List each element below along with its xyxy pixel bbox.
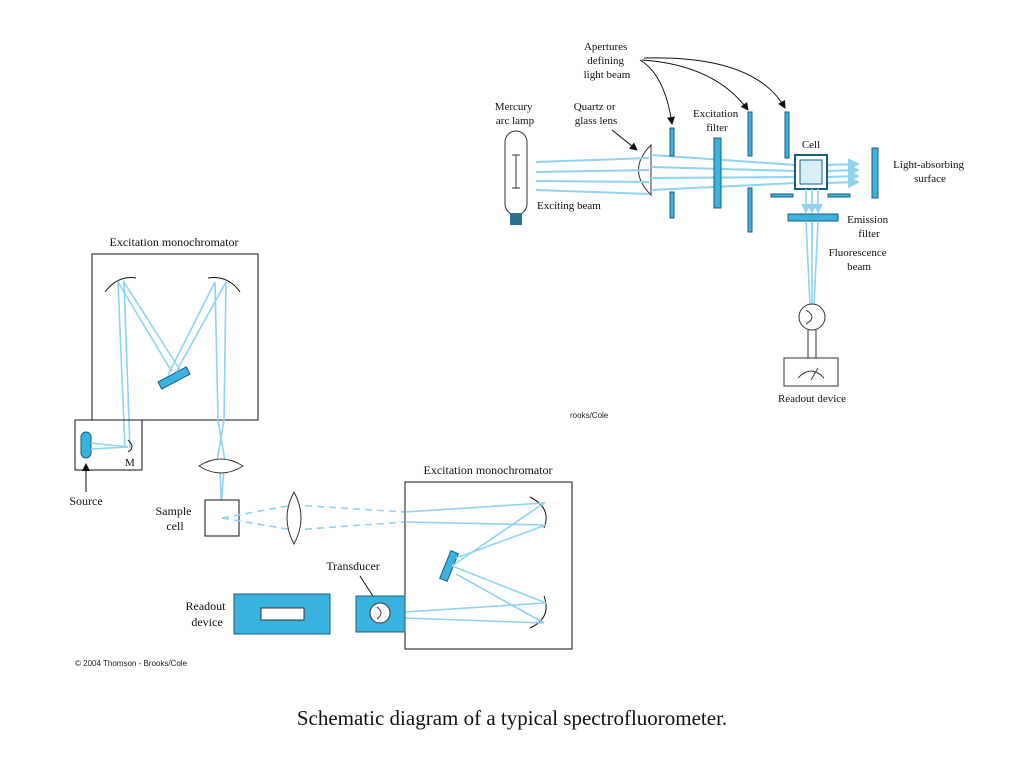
mercury-arc-lamp	[504, 130, 528, 225]
spectrofluorometer: Excitation monochromator M Source	[69, 235, 573, 668]
mono2-grating	[439, 549, 459, 583]
mono2-mirror-top	[529, 496, 547, 529]
emission-filter-label: Emission filter	[847, 214, 891, 240]
emission-rays	[801, 189, 823, 306]
filter-fluorometer: Apertures defining light beam Mercury ar…	[495, 41, 967, 420]
absorbing-label: Light-absorbing surface	[893, 159, 967, 185]
excitation-monochromator-label: Excitation monochromator	[110, 235, 239, 249]
baffle-right	[827, 193, 851, 198]
readout-device-label: Readout device	[778, 393, 846, 405]
light-absorbing-surface	[871, 147, 879, 199]
schematic-diagram: Apertures defining light beam Mercury ar…	[69, 41, 967, 668]
readout-meter	[783, 357, 839, 387]
copyright-fragment: rooks/Cole	[570, 411, 609, 420]
exciting-beam-label: Exciting beam	[537, 200, 601, 212]
aperture-2-bottom	[747, 187, 753, 233]
aperture-1-top	[669, 127, 675, 157]
aperture-3	[784, 111, 790, 159]
source-label: Source	[69, 494, 102, 508]
fluorescence-rays	[221, 504, 406, 531]
mono2-rays	[404, 502, 547, 624]
source-mirror	[127, 439, 133, 453]
lens-arrow	[611, 129, 638, 151]
mono2-mirror-bottom	[529, 595, 547, 629]
phototube	[798, 303, 826, 358]
emission-monochromator-label: Excitation monochromator	[424, 463, 553, 477]
emission-filter	[787, 213, 839, 222]
fluorescence-label: Fluorescence beam	[829, 247, 890, 273]
aperture-1-bottom	[669, 191, 675, 219]
mirror-m-label: M	[125, 457, 135, 469]
aperture-arrow-1	[639, 59, 675, 125]
aperture-arrow-2	[641, 59, 749, 111]
aperture-arrow-3	[643, 57, 786, 109]
excitation-filter	[713, 137, 722, 209]
aperture-2-top	[747, 111, 753, 157]
excitation-lens	[198, 458, 244, 474]
source-box	[74, 419, 143, 471]
transducer-label: Transducer	[326, 559, 380, 573]
mono1-grating	[157, 366, 191, 390]
excitation-filter-label: Excitation filter	[693, 108, 741, 134]
emission-monochromator-box	[404, 481, 573, 650]
cell-label: Cell	[802, 139, 820, 151]
apertures-label: Apertures defining light beam	[584, 41, 631, 81]
copyright: © 2004 Thomson - Brooks/Cole	[75, 659, 188, 668]
sample-cell-label: Sample cell	[156, 504, 195, 533]
readout-display	[260, 607, 305, 621]
figure-caption: Schematic diagram of a typical spectrofl…	[296, 706, 728, 730]
transducer-cathode	[376, 606, 382, 620]
transducer-tube	[369, 602, 391, 624]
mono1-mirror-right	[207, 277, 241, 293]
lamp-label: Mercury arc lamp	[495, 101, 536, 127]
baffle-left	[770, 193, 794, 198]
source-lamp	[80, 431, 92, 459]
emission-lens	[286, 490, 302, 546]
exciting-beam-rays	[535, 154, 860, 195]
excitation-monochromator-box	[91, 253, 259, 421]
source-rays	[90, 442, 129, 450]
mono1-rays	[117, 279, 227, 449]
lens-label: Quartz or glass lens	[574, 101, 619, 127]
readout-label: Readout device	[186, 599, 229, 629]
sample-cell	[794, 154, 828, 190]
mono1-mirror-left	[104, 277, 137, 293]
